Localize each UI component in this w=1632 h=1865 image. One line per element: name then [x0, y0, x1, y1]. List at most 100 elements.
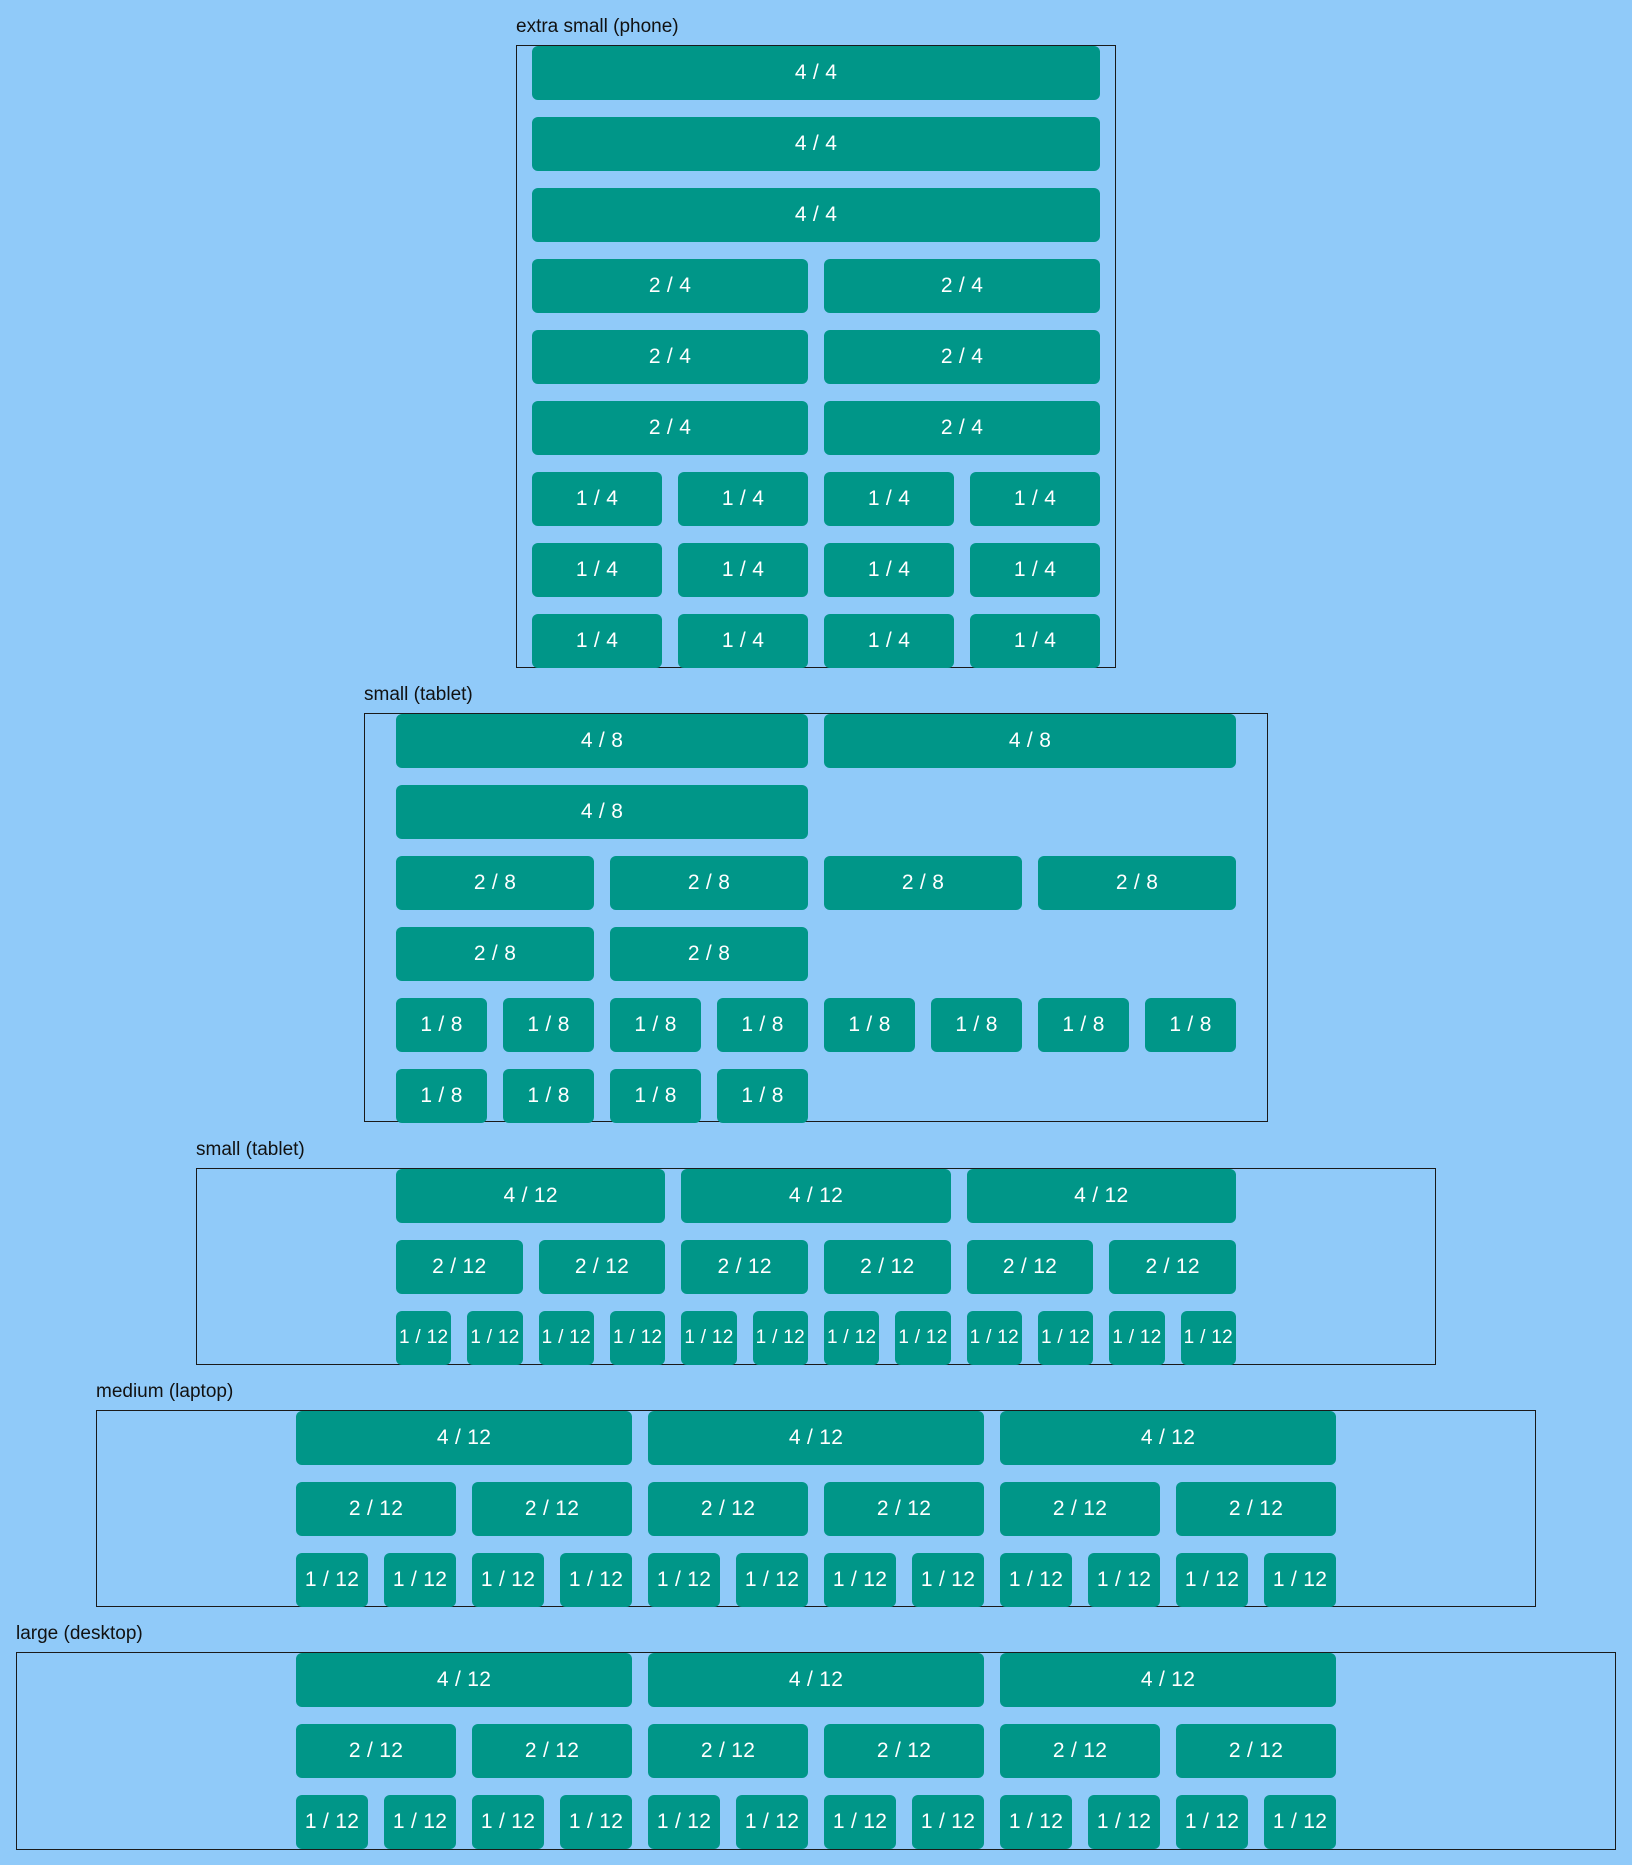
section-label-xs: extra small (phone) [516, 16, 679, 37]
grid-cell-span-1: 1 / 8 [396, 1069, 487, 1123]
grid-cell-span-2: 2 / 8 [610, 856, 808, 910]
grid-cell-span-1: 1 / 4 [532, 614, 662, 668]
grid-cell-span-1: 1 / 4 [678, 543, 808, 597]
grid-cell-span-1: 1 / 12 [824, 1553, 896, 1607]
grid-cell-span-1: 1 / 4 [824, 543, 954, 597]
grid-cell-span-1: 1 / 12 [648, 1553, 720, 1607]
grid-cell-span-2: 2 / 12 [296, 1724, 456, 1778]
section-label-sm8: small (tablet) [364, 684, 473, 705]
grid-cell-span-2: 2 / 8 [1038, 856, 1236, 910]
grid-cell-span-1: 1 / 12 [1109, 1311, 1165, 1365]
grid-cell-span-1: 1 / 4 [532, 472, 662, 526]
section-label-lg: large (desktop) [16, 1623, 143, 1644]
grid-cell-span-2: 2 / 4 [824, 330, 1100, 384]
grid-cell-span-1: 1 / 12 [1000, 1553, 1072, 1607]
grid-cell-span-1: 1 / 12 [384, 1553, 456, 1607]
grid-cell-span-4: 4 / 8 [824, 714, 1236, 768]
grid-cell-span-1: 1 / 12 [560, 1795, 632, 1849]
grid-cell-span-2: 2 / 12 [824, 1724, 984, 1778]
grid-cell-span-1: 1 / 12 [1088, 1795, 1160, 1849]
grid-cell-span-2: 2 / 12 [396, 1240, 523, 1294]
grid-frame-sm12 [196, 1168, 1436, 1365]
grid-cell-span-4: 4 / 8 [396, 714, 808, 768]
grid-cell-span-1: 1 / 8 [610, 1069, 701, 1123]
grid-cell-span-1: 1 / 4 [970, 543, 1100, 597]
grid-cell-span-1: 1 / 12 [648, 1795, 720, 1849]
grid-cell-span-2: 2 / 8 [610, 927, 808, 981]
grid-cell-span-1: 1 / 12 [560, 1553, 632, 1607]
grid-cell-span-1: 1 / 8 [717, 998, 808, 1052]
grid-cell-span-1: 1 / 8 [610, 998, 701, 1052]
grid-cell-span-4: 4 / 4 [532, 46, 1100, 100]
grid-cell-span-1: 1 / 12 [1176, 1553, 1248, 1607]
grid-cell-span-1: 1 / 12 [1264, 1553, 1336, 1607]
grid-cell-span-4: 4 / 12 [966, 1169, 1236, 1223]
grid-cell-span-2: 2 / 12 [681, 1240, 808, 1294]
grid-cell-span-2: 2 / 12 [966, 1240, 1094, 1294]
grid-cell-span-1: 1 / 12 [966, 1311, 1022, 1365]
grid-frame-lg [16, 1652, 1616, 1850]
grid-cell-span-1: 1 / 12 [912, 1795, 984, 1849]
grid-cell-span-1: 1 / 12 [384, 1795, 456, 1849]
grid-cell-span-1: 1 / 12 [1088, 1553, 1160, 1607]
grid-cell-span-4: 4 / 12 [1000, 1411, 1336, 1465]
grid-cell-span-4: 4 / 4 [532, 117, 1100, 171]
grid-cell-span-2: 2 / 12 [648, 1482, 808, 1536]
grid-frame-sm8 [364, 713, 1268, 1122]
grid-cell-span-1: 1 / 4 [678, 472, 808, 526]
grid-cell-span-2: 2 / 12 [538, 1240, 666, 1294]
grid-cell-span-2: 2 / 12 [648, 1724, 808, 1778]
grid-cell-span-1: 1 / 12 [538, 1311, 594, 1365]
grid-cell-span-2: 2 / 12 [824, 1240, 951, 1294]
grid-cell-span-4: 4 / 4 [532, 188, 1100, 242]
grid-cell-span-1: 1 / 12 [824, 1795, 896, 1849]
grid-cell-span-1: 1 / 12 [1180, 1311, 1236, 1365]
grid-cell-span-2: 2 / 4 [532, 330, 808, 384]
grid-cell-span-2: 2 / 4 [824, 401, 1100, 455]
grid-cell-span-2: 2 / 8 [396, 927, 594, 981]
grid-frame-md [96, 1410, 1536, 1607]
grid-cell-span-2: 2 / 4 [824, 259, 1100, 313]
grid-cell-span-1: 1 / 4 [824, 614, 954, 668]
section-label-sm12: small (tablet) [196, 1139, 305, 1160]
grid-cell-span-1: 1 / 12 [610, 1311, 666, 1365]
grid-cell-span-4: 4 / 8 [396, 785, 808, 839]
grid-cell-span-2: 2 / 12 [1109, 1240, 1236, 1294]
grid-cell-span-2: 2 / 12 [1000, 1482, 1160, 1536]
grid-cell-span-2: 2 / 4 [532, 259, 808, 313]
grid-cell-span-1: 1 / 4 [678, 614, 808, 668]
grid-cell-span-1: 1 / 12 [472, 1795, 544, 1849]
grid-cell-span-2: 2 / 12 [296, 1482, 456, 1536]
grid-cell-span-1: 1 / 8 [717, 1069, 808, 1123]
grid-cell-span-1: 1 / 12 [296, 1795, 368, 1849]
grid-cell-span-2: 2 / 12 [1176, 1482, 1336, 1536]
grid-cell-span-1: 1 / 4 [532, 543, 662, 597]
grid-cell-span-1: 1 / 8 [396, 998, 487, 1052]
grid-cell-span-2: 2 / 8 [396, 856, 594, 910]
grid-cell-span-2: 2 / 8 [824, 856, 1022, 910]
grid-cell-span-1: 1 / 12 [736, 1553, 808, 1607]
grid-cell-span-1: 1 / 12 [467, 1311, 523, 1365]
grid-cell-span-2: 2 / 12 [824, 1482, 984, 1536]
grid-cell-span-4: 4 / 12 [681, 1169, 951, 1223]
grid-cell-span-4: 4 / 12 [396, 1169, 666, 1223]
grid-frame-xs [516, 45, 1116, 668]
grid-cell-span-1: 1 / 12 [912, 1553, 984, 1607]
grid-cell-span-1: 1 / 12 [1264, 1795, 1336, 1849]
grid-cell-span-4: 4 / 12 [648, 1411, 984, 1465]
grid-cell-span-2: 2 / 12 [472, 1724, 632, 1778]
grid-cell-span-4: 4 / 12 [648, 1653, 984, 1707]
grid-cell-span-2: 2 / 4 [532, 401, 808, 455]
grid-cell-span-1: 1 / 12 [1176, 1795, 1248, 1849]
grid-cell-span-4: 4 / 12 [1000, 1653, 1336, 1707]
grid-cell-span-1: 1 / 12 [824, 1311, 880, 1365]
grid-cell-span-1: 1 / 12 [1038, 1311, 1094, 1365]
grid-cell-span-1: 1 / 12 [895, 1311, 951, 1365]
grid-cell-span-1: 1 / 12 [296, 1553, 368, 1607]
grid-cell-span-1: 1 / 12 [472, 1553, 544, 1607]
grid-cell-span-2: 2 / 12 [472, 1482, 632, 1536]
grid-cell-span-1: 1 / 12 [752, 1311, 808, 1365]
grid-cell-span-1: 1 / 8 [824, 998, 915, 1052]
grid-cell-span-1: 1 / 8 [931, 998, 1022, 1052]
